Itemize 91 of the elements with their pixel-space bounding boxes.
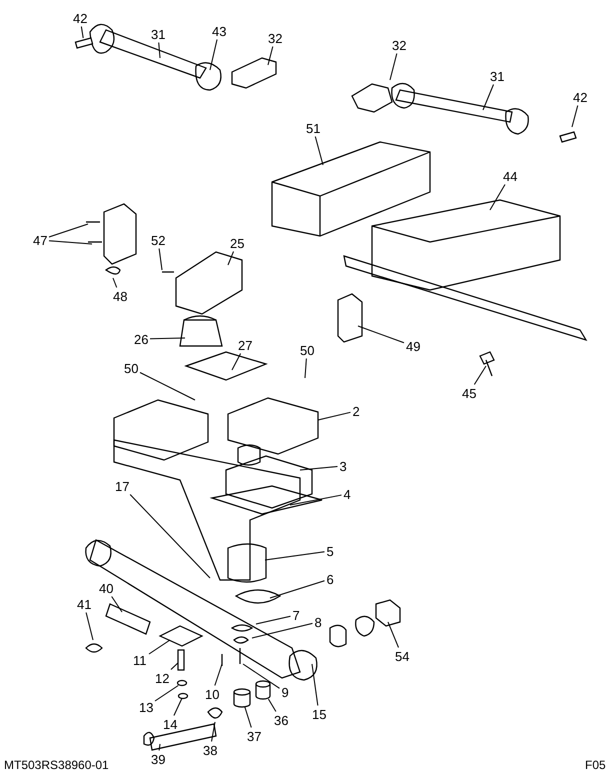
callout-number: 9 (282, 684, 289, 700)
leader-line (572, 105, 578, 128)
callout-number: 27 (238, 338, 252, 352)
leader-line (210, 39, 218, 70)
leader-line (228, 251, 234, 266)
leader-line (232, 353, 242, 370)
callout-number: 14 (163, 716, 178, 732)
callout-number: 4 (344, 486, 351, 502)
callout-number: 43 (212, 24, 226, 38)
leader-line (130, 494, 210, 578)
leader-line (358, 326, 404, 344)
leader-line (158, 744, 160, 751)
callout-number: 44 (503, 168, 518, 184)
callout-number: 15 (312, 706, 326, 722)
leader-line (244, 706, 252, 728)
callout-number: 2 (352, 404, 360, 418)
callout-number: 47 (33, 232, 48, 248)
callout-number: 26 (134, 332, 148, 346)
callout-number: 5 (326, 544, 334, 558)
leader-line (173, 698, 182, 716)
callout-number: 50 (300, 342, 314, 358)
callout-number: 8 (314, 614, 322, 630)
leader-line (268, 698, 276, 712)
leader-line (388, 622, 399, 648)
leader-line (314, 136, 324, 166)
callout-number: 10 (205, 686, 220, 702)
stud-drawing (177, 649, 185, 671)
callout-number: 45 (462, 386, 476, 400)
leader-line (264, 551, 325, 560)
callout-number: 36 (274, 712, 288, 728)
leader-line (290, 494, 342, 506)
leader-line (158, 42, 160, 58)
callout-number: 38 (203, 742, 218, 758)
leader-line (48, 224, 88, 238)
callout-number: 51 (306, 120, 320, 136)
callout-number: 41 (77, 596, 92, 612)
leader-line (300, 466, 338, 470)
nut-drawing (176, 680, 188, 686)
drawing-number: MT503RS38960-01 (4, 758, 109, 772)
callout-number: 32 (392, 38, 406, 52)
callout-number: 12 (155, 670, 170, 686)
leader-line (111, 596, 122, 612)
callout-number: 37 (247, 728, 262, 744)
callout-number: 6 (326, 572, 334, 586)
leader-line (211, 722, 216, 742)
bushing-drawing (233, 688, 251, 708)
leader-line (170, 662, 178, 670)
callout-number: 17 (115, 478, 130, 494)
callout-number: 40 (99, 580, 114, 596)
leader-line (268, 46, 274, 66)
leader-line (158, 248, 162, 270)
leader-line (390, 53, 398, 80)
leader-line (112, 278, 118, 288)
leader-line (86, 612, 94, 640)
callout-number: 50 (124, 360, 138, 376)
leader-line (256, 616, 291, 624)
callout-number: 42 (73, 10, 88, 26)
sheet-code: F05 (585, 758, 606, 772)
callout-number: 13 (139, 700, 154, 714)
leader-line (48, 240, 92, 244)
leader-line (270, 580, 325, 598)
callout-number: 49 (406, 338, 420, 354)
callout-number: 7 (292, 608, 300, 622)
callout-number: 39 (151, 752, 166, 766)
leader-line (80, 26, 84, 39)
callout-number: 48 (113, 288, 128, 304)
leader-line (154, 685, 179, 702)
nut-drawing (178, 692, 188, 700)
callout-number: 52 (151, 232, 166, 248)
leader-line (490, 184, 506, 210)
callout-number: 32 (268, 30, 282, 46)
callout-number: 42 (573, 90, 588, 104)
leader-line (242, 664, 280, 689)
callout-number: 11 (133, 652, 146, 668)
leader-line (214, 664, 222, 686)
leader-line (252, 622, 313, 638)
callout-number: 54 (395, 648, 410, 664)
callout-number: 25 (230, 236, 244, 250)
leader-line (304, 358, 307, 378)
callout-number: 31 (490, 68, 504, 84)
callout-number: 31 (151, 26, 166, 42)
bolt-drawing (74, 37, 94, 49)
leader-line (140, 372, 196, 400)
leader-line (474, 366, 486, 385)
leader-line (482, 84, 494, 110)
leader-line (318, 412, 351, 420)
leader-line (312, 664, 318, 706)
bushing-drawing (255, 680, 271, 700)
leader-line (150, 338, 186, 340)
leader-line (148, 640, 170, 654)
callout-number: 3 (340, 458, 347, 474)
